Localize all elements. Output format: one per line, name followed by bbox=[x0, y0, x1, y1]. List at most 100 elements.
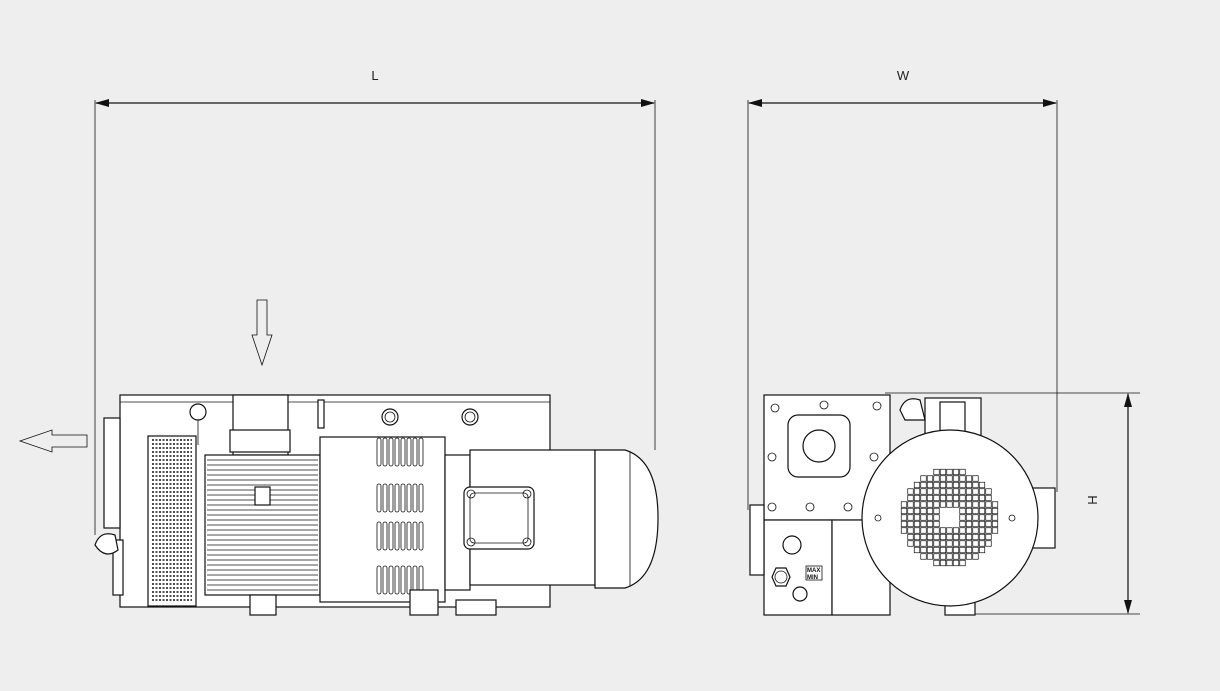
grille-cell bbox=[920, 553, 927, 560]
length-label: L bbox=[371, 68, 378, 83]
grille-cell bbox=[926, 553, 934, 560]
grille-cell bbox=[985, 488, 992, 495]
grille-cell bbox=[946, 540, 953, 547]
grille-cell bbox=[926, 494, 934, 502]
grille-cell bbox=[985, 501, 992, 508]
vent-slot bbox=[418, 437, 424, 467]
grille-cell bbox=[978, 514, 986, 521]
grille-cell bbox=[965, 546, 973, 554]
grille-cell bbox=[972, 520, 979, 528]
grille-cell bbox=[939, 533, 947, 541]
grille-cell bbox=[959, 527, 966, 534]
grille-cell bbox=[985, 494, 992, 502]
grille-cell bbox=[952, 533, 960, 541]
grille-cell bbox=[926, 514, 934, 521]
grille-cell bbox=[933, 481, 940, 489]
grille-cell bbox=[933, 527, 940, 534]
outlet-arrow-icon bbox=[18, 429, 88, 453]
grille-cell bbox=[920, 481, 927, 489]
grille-cell bbox=[920, 514, 927, 521]
grille-cell bbox=[933, 475, 940, 482]
grille-cell bbox=[946, 527, 953, 534]
grille-cell bbox=[972, 527, 979, 534]
grille-cell bbox=[907, 533, 914, 541]
grille-cell bbox=[985, 540, 992, 547]
grille-cell bbox=[952, 488, 960, 495]
grille-cell bbox=[920, 527, 927, 534]
grille-cell bbox=[933, 468, 940, 476]
grille-cell bbox=[978, 494, 986, 502]
vent-slot bbox=[400, 521, 406, 551]
grille-cell bbox=[913, 507, 921, 515]
grille-cell bbox=[965, 494, 973, 502]
grille-cell bbox=[959, 507, 966, 515]
grille-cell bbox=[978, 533, 986, 541]
grille-cell bbox=[933, 520, 940, 528]
vent-slot bbox=[394, 521, 400, 551]
height-label: H bbox=[1085, 495, 1100, 504]
grille-cell bbox=[913, 514, 921, 521]
motor-vents bbox=[376, 437, 424, 595]
grille-cell bbox=[952, 546, 960, 554]
vent-slot bbox=[406, 521, 412, 551]
oil-max-label: MAX bbox=[807, 568, 820, 574]
vent-slot bbox=[400, 483, 406, 513]
vent-slot bbox=[376, 521, 382, 551]
grille-cell bbox=[946, 481, 953, 489]
grille-cell bbox=[920, 488, 927, 495]
grille-cell bbox=[965, 553, 973, 560]
grille-cell bbox=[972, 488, 979, 495]
vent-slot bbox=[388, 521, 394, 551]
vent-slot bbox=[418, 483, 424, 513]
grille-cell bbox=[965, 520, 973, 528]
vent-slot bbox=[388, 483, 394, 513]
grille-cell bbox=[965, 533, 973, 541]
pump-side-view bbox=[94, 394, 659, 616]
vent-slot bbox=[412, 483, 418, 513]
grille-cell bbox=[965, 514, 973, 521]
grille-cell bbox=[920, 540, 927, 547]
vent-slot bbox=[406, 437, 412, 467]
grille-cell bbox=[920, 507, 927, 515]
grille-cell bbox=[959, 514, 966, 521]
grille-cell bbox=[991, 514, 999, 521]
dimension-length: L bbox=[94, 68, 656, 535]
grille-cell bbox=[985, 533, 992, 541]
grille-cell bbox=[952, 553, 960, 560]
grille-cell bbox=[946, 533, 953, 541]
grille-cell bbox=[965, 507, 973, 515]
grille-cell bbox=[933, 540, 940, 547]
grille-cell bbox=[920, 475, 927, 482]
grille-cell bbox=[900, 501, 908, 508]
grille-cell bbox=[959, 540, 966, 547]
grille-cell bbox=[946, 559, 953, 567]
grille-cell bbox=[920, 520, 927, 528]
grille-cell bbox=[939, 488, 947, 495]
grille-cell bbox=[965, 481, 973, 489]
grille-cell bbox=[913, 520, 921, 528]
grille-cell bbox=[946, 475, 953, 482]
grille-cell bbox=[972, 540, 979, 547]
oil-fill-cap-icon bbox=[782, 535, 802, 555]
grille-cell bbox=[913, 546, 921, 554]
grille-cell bbox=[939, 481, 947, 489]
grille-cell bbox=[959, 481, 966, 489]
grille-cell bbox=[965, 501, 973, 508]
grille-cell bbox=[972, 501, 979, 508]
grille-cell bbox=[978, 520, 986, 528]
grille-cell bbox=[991, 527, 999, 534]
grille-cell bbox=[959, 553, 966, 560]
grille-cell bbox=[978, 488, 986, 495]
grille-cell bbox=[920, 546, 927, 554]
grille-cell bbox=[939, 494, 947, 502]
vent-slot bbox=[394, 483, 400, 513]
grille-cell bbox=[965, 475, 973, 482]
grille-cell bbox=[907, 507, 914, 515]
grille-cell bbox=[907, 540, 914, 547]
grille-cell bbox=[991, 520, 999, 528]
vent-slot bbox=[406, 483, 412, 513]
vent-slot bbox=[412, 521, 418, 551]
grille-cell bbox=[965, 540, 973, 547]
grille-cell bbox=[926, 520, 934, 528]
grille-cell bbox=[972, 481, 979, 489]
